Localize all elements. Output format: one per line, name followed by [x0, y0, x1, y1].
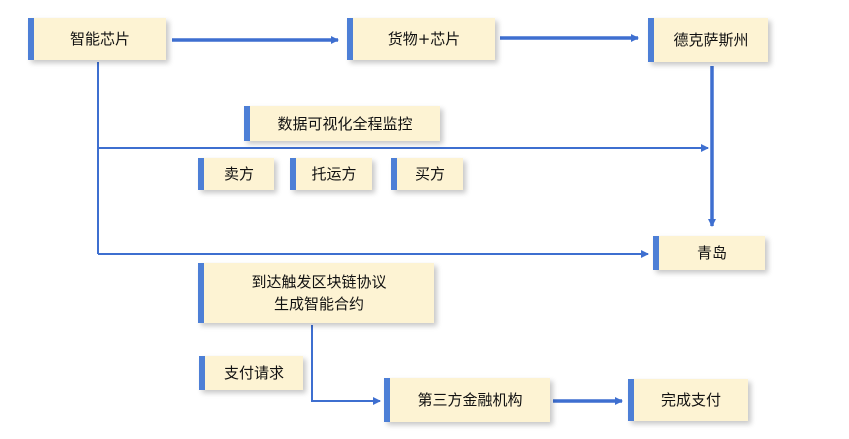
node-third-party: 第三方金融机构: [384, 378, 550, 422]
node-qingdao-label: 青岛: [696, 244, 727, 262]
node-payment-done-label: 完成支付: [660, 391, 721, 409]
node-smart-chip: 智能芯片: [28, 18, 166, 60]
node-payment-request: 支付请求: [199, 356, 303, 390]
node-qingdao: 青岛: [653, 236, 765, 270]
node-goods-chip: 货物+芯片: [347, 18, 495, 60]
node-texas-label: 德克萨斯州: [673, 31, 749, 49]
node-third-party-label: 第三方金融机构: [417, 391, 523, 409]
node-payment-request-label: 支付请求: [223, 364, 284, 382]
node-blockchain-line2: 生成智能合约: [273, 295, 364, 313]
node-carrier-label: 托运方: [311, 165, 357, 183]
node-buyer-label: 买方: [414, 165, 445, 183]
node-seller-label: 卖方: [223, 165, 254, 183]
node-buyer: 买方: [391, 158, 463, 190]
node-visual-monitor: 数据可视化全程监控: [244, 106, 440, 141]
node-blockchain-trigger: 到达触发区块链协议 生成智能合约: [198, 263, 434, 323]
node-blockchain-line1: 到达触发区块链协议: [251, 273, 387, 291]
node-visual-monitor-label: 数据可视化全程监控: [277, 114, 413, 133]
node-carrier: 托运方: [290, 158, 372, 190]
node-goods-chip-label: 货物+芯片: [387, 30, 461, 48]
node-smart-chip-label: 智能芯片: [69, 30, 130, 48]
node-seller: 卖方: [198, 158, 274, 190]
node-texas: 德克萨斯州: [648, 18, 768, 62]
arrow-blockchain-to-thirdparty: [311, 325, 381, 405]
node-payment-done: 完成支付: [628, 379, 748, 421]
